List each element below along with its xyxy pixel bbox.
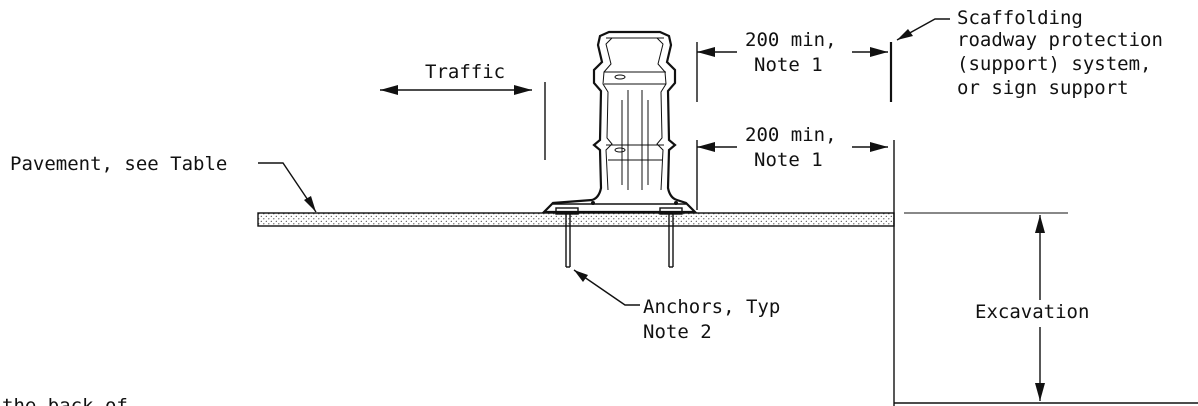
anchors-label-line2: Note 2	[643, 321, 712, 343]
anchors-leader	[573, 269, 640, 306]
upper-dimension-label-line2: Note 1	[754, 54, 823, 76]
anchors-label-line1: Anchors, Typ	[643, 296, 780, 318]
cut-off-text: the back of	[2, 395, 128, 406]
lower-clearance-dimension	[696, 140, 895, 213]
scaffolding-label-line1: Scaffolding	[957, 7, 1083, 29]
upper-dimension-label-line1: 200 min,	[745, 29, 837, 51]
excavation-outline	[893, 212, 1198, 406]
excavation-label: Excavation	[975, 301, 1089, 323]
lower-dimension-label-line1: 200 min,	[745, 124, 837, 146]
pavement-slab	[257, 212, 895, 227]
pavement-leader	[258, 162, 317, 213]
traffic-arrow	[380, 82, 546, 160]
scaffolding-leader	[896, 18, 950, 41]
anchors	[555, 207, 683, 268]
excavation-dimension	[1035, 215, 1045, 401]
scaffolding-label-line3: (support) system,	[957, 53, 1151, 75]
lower-dimension-label-line2: Note 1	[754, 149, 823, 171]
barrier-profile	[541, 30, 698, 214]
upper-clearance-dimension	[696, 42, 888, 102]
traffic-label: Traffic	[425, 61, 505, 83]
scaffolding-label-line2: roadway protection	[957, 29, 1163, 51]
scaffolding-label-line4: or sign support	[957, 77, 1129, 99]
pavement-label: Pavement, see Table	[10, 153, 227, 175]
